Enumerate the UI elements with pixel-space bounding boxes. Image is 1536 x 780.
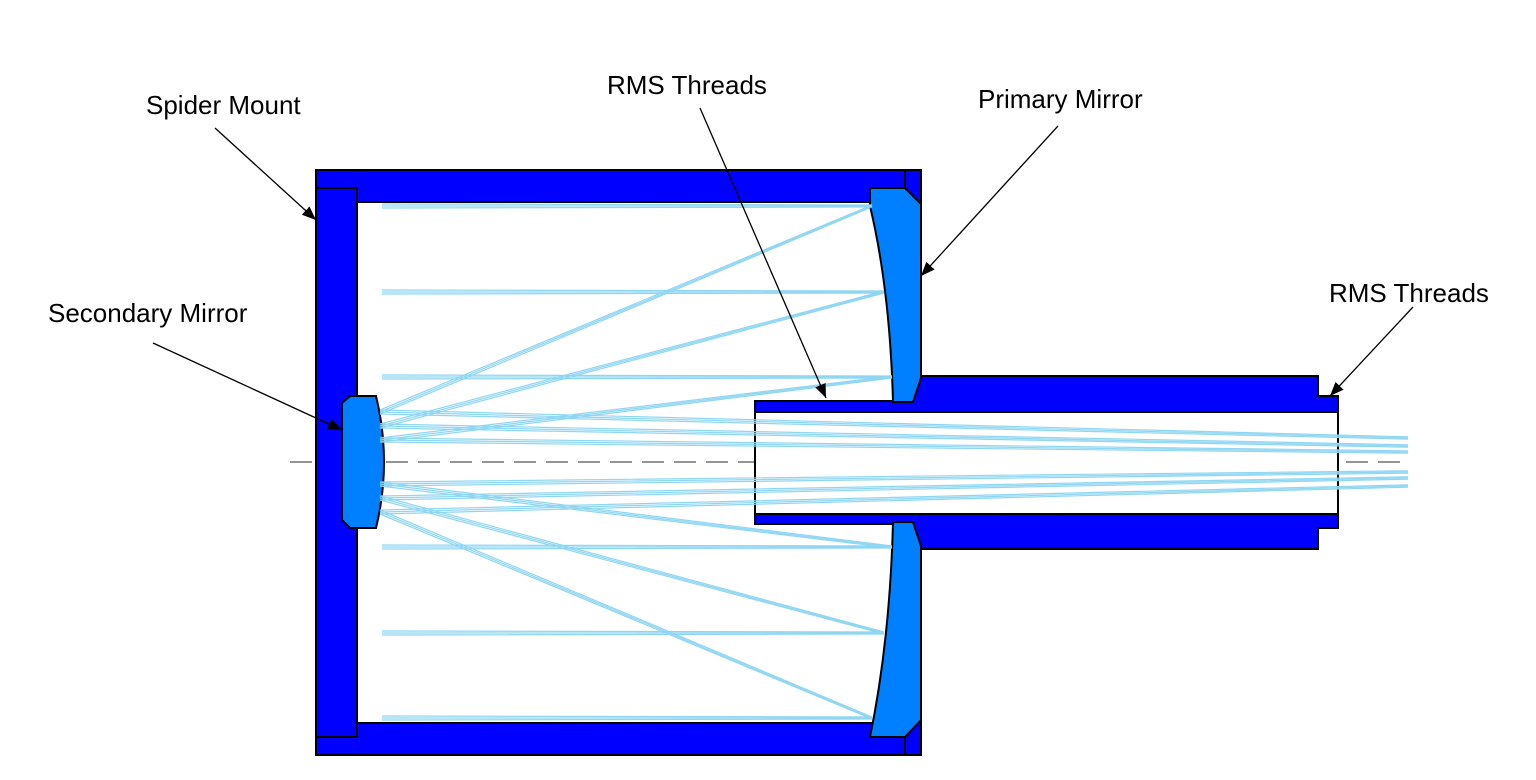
rms-threads-top-leader xyxy=(699,107,827,399)
primary-mirror-label: Primary Mirror xyxy=(978,84,1143,114)
light-ray xyxy=(379,471,1409,548)
light-ray xyxy=(379,485,1409,719)
rms-threads-right-label: RMS Threads xyxy=(1329,278,1489,308)
light-ray xyxy=(379,374,1409,452)
rms-threads-top-label: RMS Threads xyxy=(607,70,767,100)
spider-mount-leader xyxy=(214,127,317,221)
rear-tube-lower xyxy=(754,513,1339,550)
light-ray xyxy=(379,206,1409,440)
light-ray xyxy=(379,205,1409,439)
light-ray xyxy=(379,478,1409,636)
secondary-mirror-label: Secondary Mirror xyxy=(48,298,248,328)
light-ray xyxy=(379,472,1409,550)
light-ray xyxy=(379,476,1409,633)
light-rays xyxy=(379,203,1409,721)
light-ray xyxy=(379,292,1409,448)
secondary-mirror xyxy=(341,395,385,529)
light-ray xyxy=(379,486,1409,721)
light-ray xyxy=(379,377,1409,454)
primary-mirror-top xyxy=(869,187,922,403)
housing-bottom-wall xyxy=(315,722,922,756)
light-ray xyxy=(379,470,1409,547)
light-ray xyxy=(379,203,1409,438)
spider-mount-label: Spider Mount xyxy=(146,90,301,120)
light-ray xyxy=(379,477,1409,634)
light-ray xyxy=(379,289,1409,446)
light-ray xyxy=(379,484,1409,718)
rms-threads-right-leader xyxy=(1329,306,1414,397)
housing-top-wall xyxy=(315,169,922,203)
light-ray xyxy=(379,376,1409,453)
primary-mirror-leader xyxy=(920,125,1059,277)
light-ray xyxy=(379,291,1409,447)
secondary-mirror-leader xyxy=(152,342,343,431)
primary-mirror-bottom xyxy=(868,521,922,738)
